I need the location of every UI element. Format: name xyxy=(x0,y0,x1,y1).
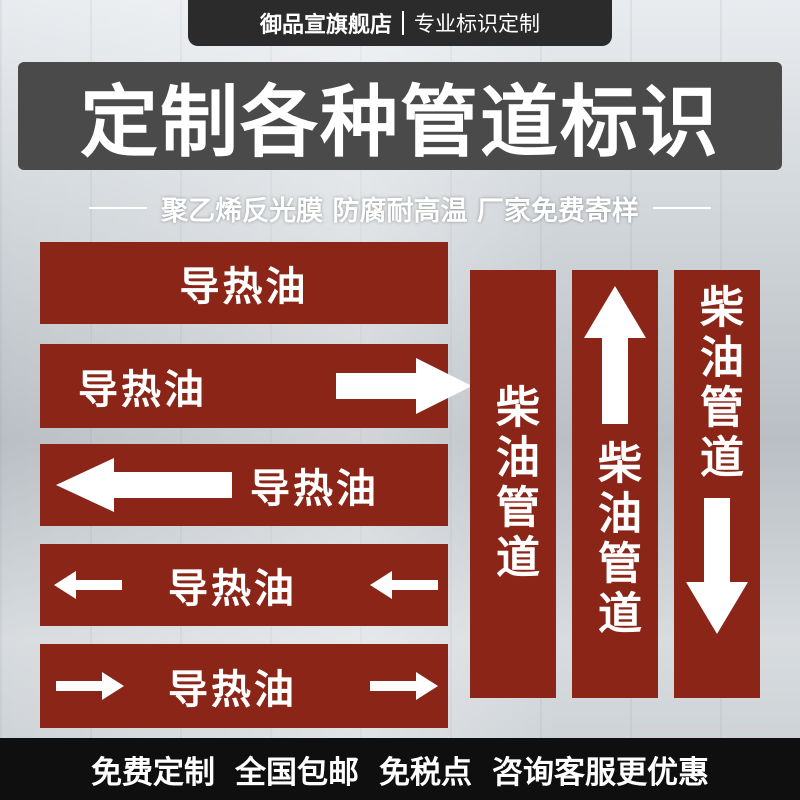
pipe-sign-double-left: 导热油 xyxy=(40,544,448,626)
small-left-arrow-icon xyxy=(370,571,438,599)
vertical-pipe-sign-plain: 柴油管道 xyxy=(470,270,556,698)
small-left-arrow-icon xyxy=(54,571,122,599)
feature-text: 聚乙烯反光膜 防腐耐高温 厂家免费寄样 xyxy=(161,195,639,227)
footer-item-custom: 免费定制 xyxy=(91,754,215,791)
footer-item-tax: 免税点 xyxy=(379,754,472,791)
sign-label: 导热油 xyxy=(78,367,207,413)
footer-item-consult: 咨询客服更优惠 xyxy=(492,754,709,791)
small-right-arrow-icon xyxy=(56,672,124,700)
vertical-sign-label: 柴油管道 xyxy=(590,440,641,640)
shop-header: 御品宣旗舰店 专业标识定制 xyxy=(188,0,612,46)
pipe-sign-double-right: 导热油 xyxy=(40,644,448,728)
pipe-sign-right-arrow: 导热油 xyxy=(40,344,472,428)
vertical-pipe-sign-down: 柴油管道 xyxy=(674,270,760,698)
footer-bar: 免费定制 全国包邮 免税点 咨询客服更优惠 xyxy=(0,738,800,800)
arrow-right-icon xyxy=(336,358,472,414)
sign-label: 导热油 xyxy=(168,667,297,713)
footer-item-shipping: 全国包邮 xyxy=(235,754,359,791)
sign-label: 导热油 xyxy=(179,264,309,310)
shop-tagline: 专业标识定制 xyxy=(414,12,540,36)
vertical-sign-label: 柴油管道 xyxy=(692,284,743,484)
headline-text: 定制各种管道标识 xyxy=(79,78,720,168)
sign-label: 导热油 xyxy=(250,466,379,512)
arrow-left-icon xyxy=(56,458,232,512)
shop-name: 御品宣旗舰店 xyxy=(259,13,392,38)
vertical-sign-label: 柴油管道 xyxy=(488,384,539,584)
pipe-sign-left-arrow: 导热油 xyxy=(40,444,448,526)
arrow-up-icon xyxy=(584,286,646,424)
arrow-down-icon xyxy=(686,498,748,634)
vertical-pipe-sign-up: 柴油管道 xyxy=(572,270,658,698)
header-divider xyxy=(402,11,404,35)
left-dash xyxy=(89,207,148,209)
sign-label: 导热油 xyxy=(168,566,297,612)
right-dash xyxy=(652,207,711,209)
small-right-arrow-icon xyxy=(370,672,438,700)
pipe-sign-plain: 导热油 xyxy=(40,242,448,324)
feature-line: 聚乙烯反光膜 防腐耐高温 厂家免费寄样 xyxy=(0,188,800,228)
headline-banner: 定制各种管道标识 xyxy=(18,62,782,170)
